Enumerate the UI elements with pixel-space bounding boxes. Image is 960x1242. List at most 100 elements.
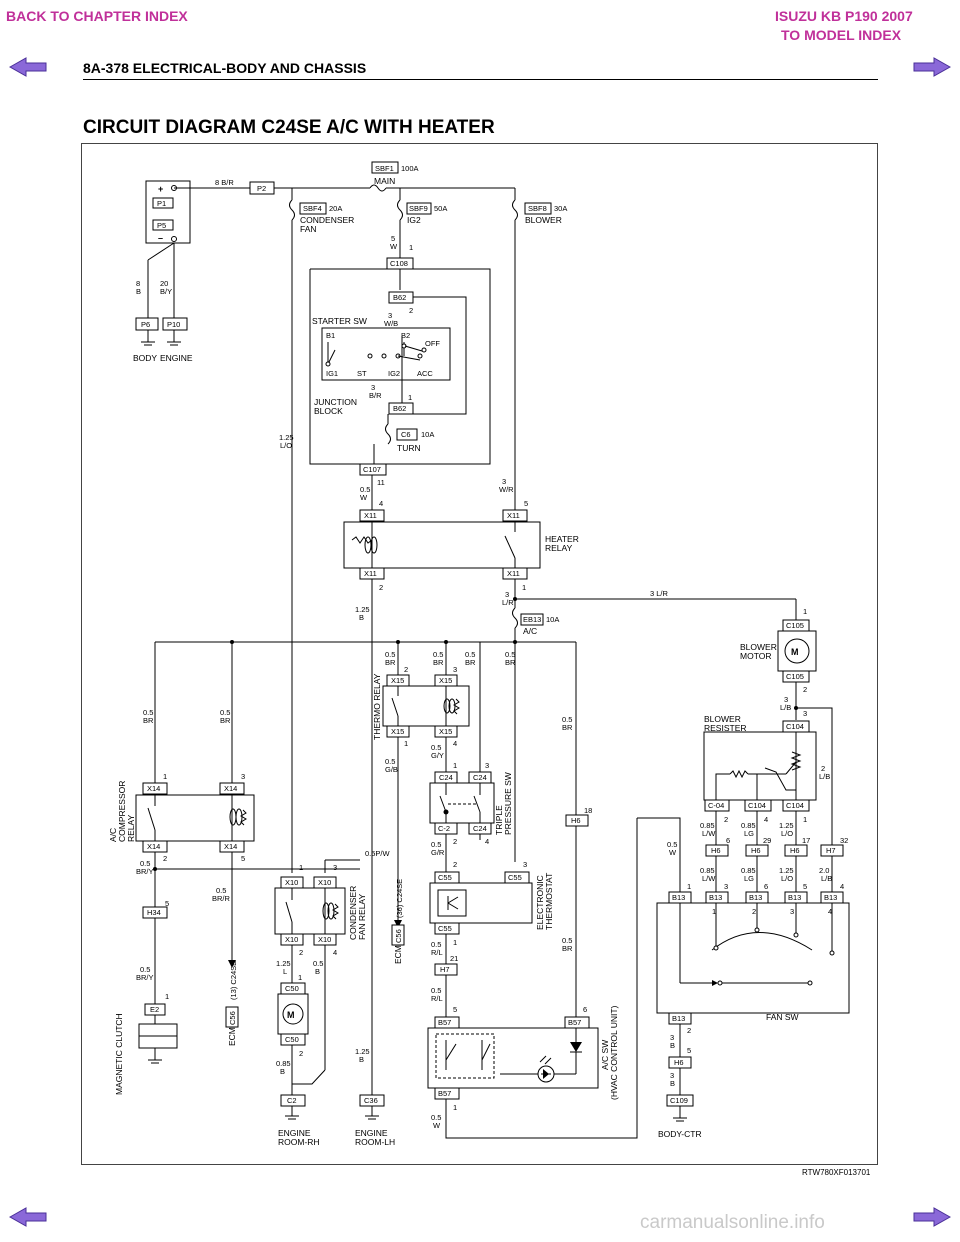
svg-text:B57: B57	[438, 1018, 451, 1027]
svg-text:5: 5	[391, 234, 395, 243]
svg-text:CONDENSER: CONDENSER	[300, 215, 354, 225]
svg-text:5: 5	[453, 1005, 457, 1014]
svg-text:H6: H6	[711, 846, 721, 855]
svg-text:L/W: L/W	[702, 829, 716, 838]
svg-text:1: 1	[299, 863, 303, 872]
svg-text:32: 32	[840, 836, 848, 845]
svg-text:B: B	[315, 967, 320, 976]
svg-text:BR/Y: BR/Y	[136, 973, 154, 982]
svg-text:3: 3	[388, 311, 392, 320]
svg-text:C-2: C-2	[438, 824, 450, 833]
svg-text:0.5: 0.5	[431, 1113, 441, 1122]
svg-text:3: 3	[333, 863, 337, 872]
next-page-arrow-icon[interactable]	[912, 57, 952, 77]
svg-text:2: 2	[821, 764, 825, 773]
svg-text:L/B: L/B	[821, 874, 832, 883]
svg-text:W: W	[433, 1121, 441, 1130]
fan-switch: 0.85 L/W 0.85 LG 1.25 L/O 6 29 17 32 H6 …	[637, 811, 850, 1139]
svg-text:B: B	[136, 287, 141, 296]
svg-text:2: 2	[379, 583, 383, 592]
model-title-link[interactable]: ISUZU KB P190 2007	[775, 8, 913, 24]
svg-text:L: L	[283, 967, 287, 976]
next-page-arrow-bottom-icon[interactable]	[912, 1207, 952, 1227]
svg-text:C2: C2	[287, 1096, 297, 1105]
fuse-sbf4: SBF4 20A CONDENSER FAN	[289, 199, 354, 234]
svg-text:0.5: 0.5	[562, 936, 572, 945]
junction-block: 5 W 1 C108 B62 2 STARTER SW 3 W/B B1 B2 …	[309, 220, 491, 487]
svg-text:ENGINE: ENGINE	[278, 1128, 311, 1138]
svg-text:BLOWER: BLOWER	[704, 714, 741, 724]
blower-resister: BLOWER RESISTER 3 C104 2 L/B C-04 C104 C…	[703, 709, 830, 824]
svg-text:W: W	[390, 242, 398, 251]
svg-text:0.5: 0.5	[140, 859, 150, 868]
svg-text:BR: BR	[505, 658, 516, 667]
diagram-code: RTW780XF013701	[802, 1168, 871, 1177]
fuse-eb13: EB13 10A A/C	[512, 607, 559, 642]
svg-text:A/C: A/C	[108, 828, 118, 842]
connector-p10: P10	[167, 320, 180, 329]
svg-text:B: B	[670, 1041, 675, 1050]
svg-text:JUNCTION: JUNCTION	[314, 397, 357, 407]
svg-text:L/O: L/O	[781, 874, 793, 883]
svg-text:C24: C24	[473, 824, 487, 833]
svg-text:50A: 50A	[434, 204, 447, 213]
svg-text:1: 1	[803, 607, 807, 616]
svg-text:2.0: 2.0	[819, 866, 829, 875]
svg-text:0.85: 0.85	[700, 866, 715, 875]
svg-text:2: 2	[404, 665, 408, 674]
svg-text:STARTER SW: STARTER SW	[312, 316, 367, 326]
svg-text:BLOCK: BLOCK	[314, 406, 343, 416]
svg-text:G/R: G/R	[431, 848, 445, 857]
svg-text:X14: X14	[224, 842, 237, 851]
svg-text:2: 2	[752, 907, 756, 916]
svg-text:1.25: 1.25	[355, 1047, 370, 1056]
svg-text:B/Y: B/Y	[160, 287, 172, 296]
svg-text:1: 1	[687, 882, 691, 891]
to-model-index-link[interactable]: TO MODEL INDEX	[781, 27, 902, 43]
svg-text:4: 4	[379, 499, 383, 508]
svg-text:R/L: R/L	[431, 994, 443, 1003]
svg-text:B: B	[359, 613, 364, 622]
svg-text:3: 3	[724, 882, 728, 891]
prev-page-arrow-bottom-icon[interactable]	[8, 1207, 48, 1227]
svg-text:3: 3	[502, 477, 506, 486]
svg-text:3: 3	[670, 1033, 674, 1042]
svg-text:0.5: 0.5	[385, 757, 395, 766]
svg-text:11: 11	[377, 478, 385, 487]
svg-text:0.5P/W: 0.5P/W	[365, 849, 391, 858]
svg-text:A/C: A/C	[523, 626, 537, 636]
svg-text:ECM: ECM	[227, 1027, 237, 1046]
svg-text:BR: BR	[385, 658, 396, 667]
prev-page-arrow-icon[interactable]	[8, 57, 48, 77]
svg-text:BLOWER: BLOWER	[525, 215, 562, 225]
svg-text:RELAY: RELAY	[126, 814, 136, 842]
svg-text:TURN: TURN	[397, 443, 421, 453]
svg-text:B2: B2	[401, 331, 410, 340]
svg-text:1: 1	[298, 973, 302, 982]
svg-text:BR/R: BR/R	[212, 894, 231, 903]
svg-text:L/O: L/O	[781, 829, 793, 838]
diagram-title: CIRCUIT DIAGRAM C24SE A/C WITH HEATER	[83, 117, 495, 138]
svg-text:1.25: 1.25	[279, 433, 294, 442]
svg-text:L/O: L/O	[280, 441, 292, 450]
svg-text:X11: X11	[364, 511, 377, 520]
svg-text:0.5: 0.5	[140, 965, 150, 974]
svg-text:LG: LG	[744, 874, 754, 883]
svg-text:BR: BR	[562, 944, 573, 953]
wire-8br: 8 B/R	[215, 178, 234, 187]
svg-text:B13: B13	[749, 893, 762, 902]
svg-text:L/W: L/W	[702, 874, 716, 883]
svg-text:X15: X15	[439, 727, 452, 736]
back-to-chapter-link[interactable]: BACK TO CHAPTER INDEX	[6, 8, 188, 24]
svg-text:HEATER: HEATER	[545, 534, 579, 544]
svg-text:5: 5	[803, 882, 807, 891]
svg-text:4: 4	[485, 837, 489, 846]
ground-body: BODY	[133, 353, 157, 363]
svg-text:IG2: IG2	[388, 369, 400, 378]
svg-text:0.85: 0.85	[276, 1059, 291, 1068]
thermo-relay: 0.5 BR 2 0.5 BR 3 X15 X15 THERMO RELAY X…	[372, 642, 470, 964]
heater-relay: 3 W/R 5 0.5 W 4 X11 X11 HEATER RELAY X11…	[343, 220, 797, 1095]
svg-text:0.5: 0.5	[313, 959, 323, 968]
svg-text:FAN RELAY: FAN RELAY	[357, 894, 367, 940]
